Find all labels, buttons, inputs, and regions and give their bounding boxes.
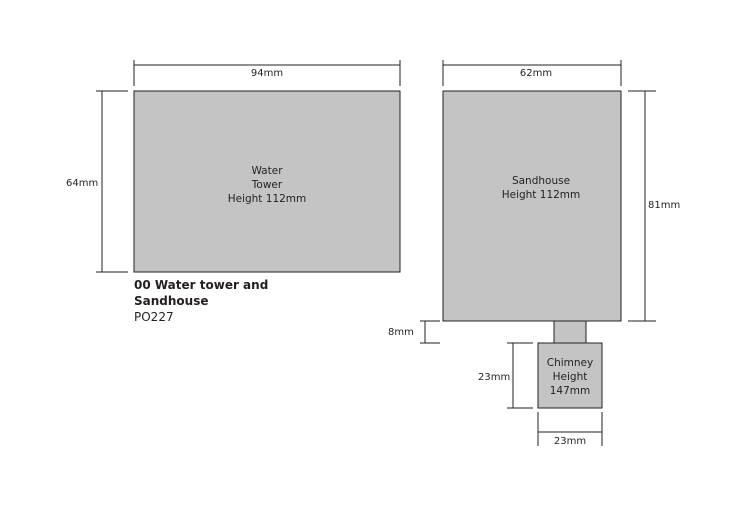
water-tower-footprint — [133, 90, 401, 273]
chimney-label-line1: Chimney — [547, 357, 593, 369]
water-tower-depth-dimension: 64mm — [66, 90, 128, 273]
chimney: Chimney Height 147mm — [537, 342, 603, 409]
connector-length-label: 8mm — [388, 327, 414, 338]
sandhouse-width-label: 62mm — [520, 68, 552, 79]
product-caption: 00 Water tower and Sandhouse PO227 — [134, 278, 268, 324]
water-tower-width-dimension: 94mm — [133, 60, 401, 86]
caption-title-line2: Sandhouse — [134, 294, 208, 308]
water-tower: Water Tower Height 112mm — [133, 90, 401, 273]
water-tower-label-line2: Tower — [251, 179, 283, 191]
chimney-footprint — [537, 342, 603, 409]
water-tower-label-line1: Water — [251, 165, 283, 177]
chimney-depth-dimension: 23mm — [478, 342, 533, 409]
connector-footprint — [553, 320, 587, 344]
water-tower-depth-label: 64mm — [66, 178, 98, 189]
sandhouse: Sandhouse Height 112mm — [442, 90, 622, 322]
caption-product-code: PO227 — [134, 310, 174, 324]
chimney-label-line2: Height — [553, 371, 588, 383]
chimney-label-line3: 147mm — [550, 385, 591, 397]
sandhouse-footprint — [442, 90, 622, 322]
chimney-depth-label: 23mm — [478, 372, 510, 383]
sandhouse-depth-label: 81mm — [648, 200, 680, 211]
water-tower-width-label: 94mm — [251, 68, 283, 79]
water-tower-label-line3: Height 112mm — [228, 193, 307, 205]
sandhouse-width-dimension: 62mm — [442, 60, 622, 86]
chimney-width-label: 23mm — [554, 436, 586, 447]
sandhouse-depth-dimension: 81mm — [628, 90, 680, 322]
chimney-width-dimension: 23mm — [537, 412, 603, 447]
connector-length-dimension: 8mm — [388, 320, 440, 344]
sandhouse-label-line2: Height 112mm — [502, 189, 581, 201]
caption-title-line1: 00 Water tower and — [134, 278, 268, 292]
sandhouse-label-line1: Sandhouse — [512, 175, 570, 187]
